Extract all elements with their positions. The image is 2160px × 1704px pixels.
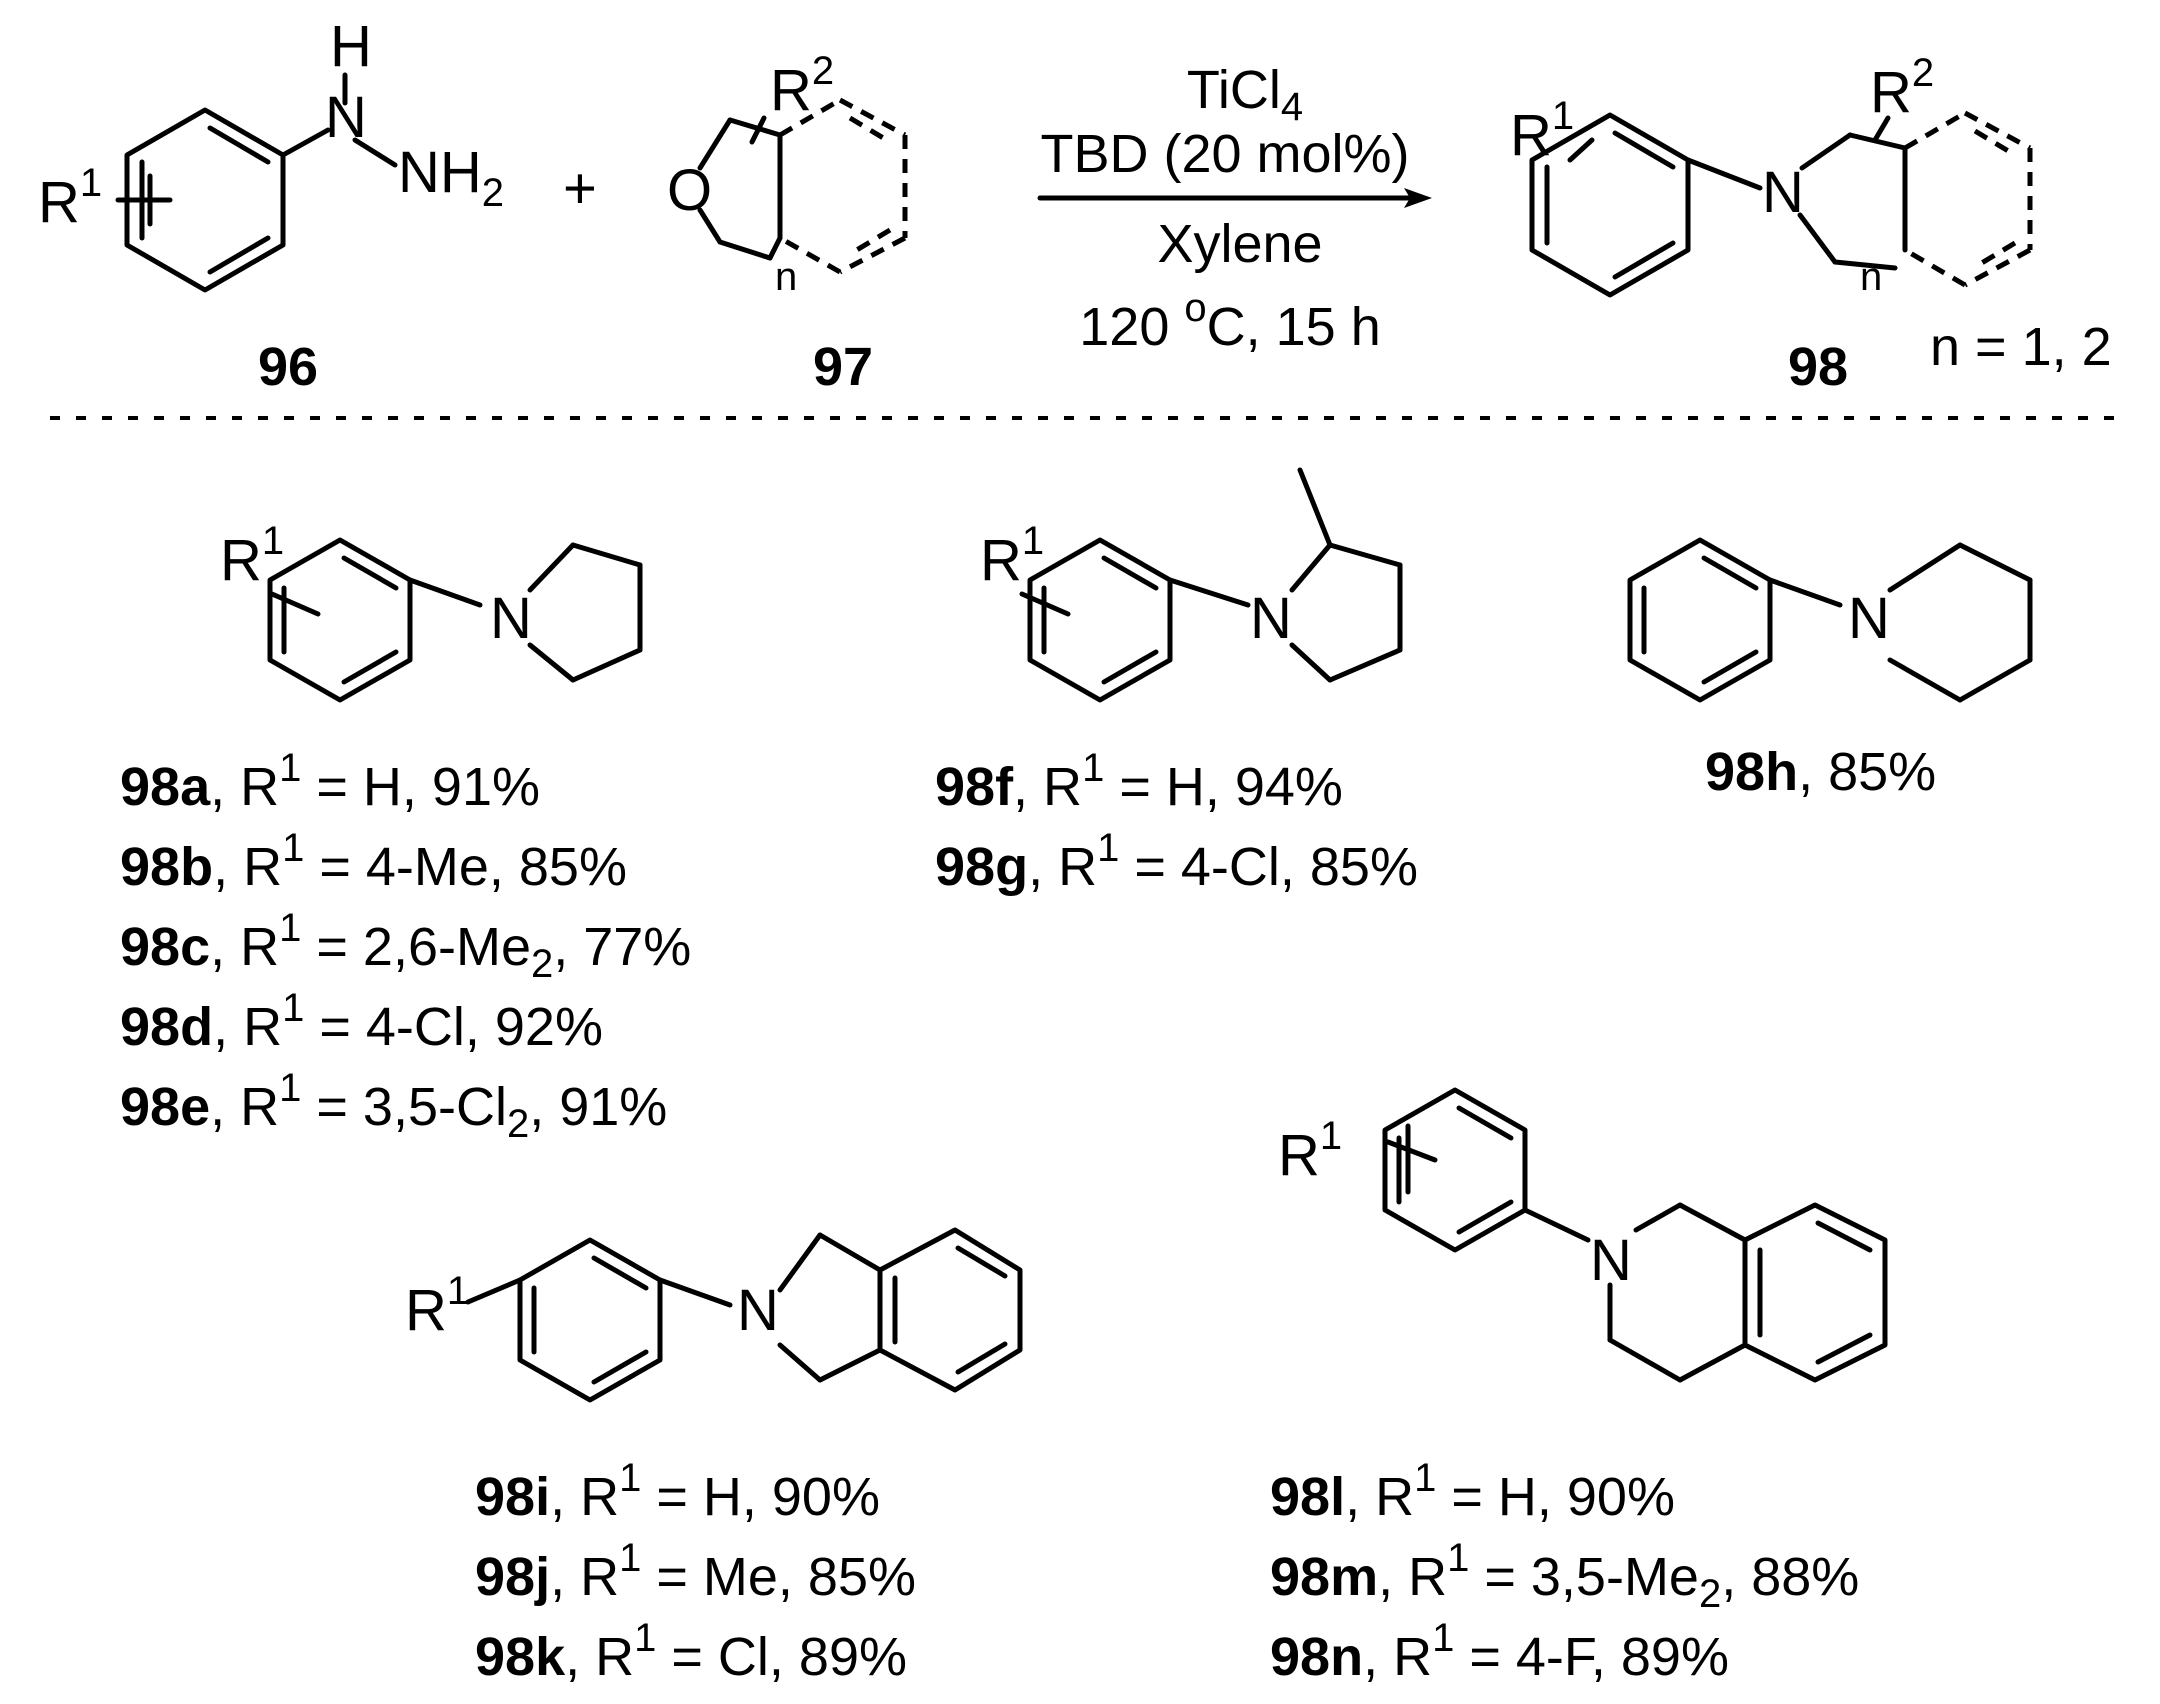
entry-98d: 98d, R1 = 4-Cl, 92% [120, 986, 603, 1057]
n-subscript: n [775, 255, 797, 299]
entry-98i: 98i, R1 = H, 90% [475, 1456, 880, 1527]
structure-98l-n: R1 N [1278, 1087, 1888, 1383]
entry-98b: 98b, R1 = 4-Me, 85% [120, 826, 627, 897]
structure-98: R1 N R2 n [1510, 51, 2033, 299]
label-98: 98 [1788, 337, 1848, 397]
n-label: N [490, 586, 532, 651]
plus-sign: + [563, 156, 597, 221]
entries-98a-e: 98a, R1 = H, 91% 98b, R1 = 4-Me, 85% 98c… [120, 746, 691, 1146]
n-label: N [325, 85, 367, 150]
entry-98e: 98e, R1 = 3,5-Cl2, 91% [120, 1066, 667, 1146]
entry-98l: 98l, R1 = H, 90% [1270, 1456, 1675, 1527]
n-label: N [737, 1278, 779, 1343]
r1-label: R1 [1278, 1114, 1342, 1188]
entry-98a: 98a, R1 = H, 91% [120, 746, 540, 817]
entry-98g: 98g, R1 = 4-Cl, 85% [935, 826, 1418, 897]
temperature-label: 120 oC, 15 h [1079, 286, 1380, 357]
structure-98a-e: R1 N [220, 519, 643, 703]
catalyst-label: TBD (20 mol%) [1040, 124, 1409, 184]
entry-98k: 98k, R1 = Cl, 89% [475, 1616, 907, 1687]
entry-98m: 98m, R1 = 3,5-Me2, 88% [1270, 1536, 1859, 1616]
entries-98f-g: 98f, R1 = H, 94% 98g, R1 = 4-Cl, 85% [935, 746, 1418, 897]
reagent-ticl4: TiCl4 [1187, 60, 1303, 129]
structure-96: R1 H N NH2 [38, 14, 504, 293]
n-label: N [1762, 160, 1804, 225]
h-label: H [330, 14, 372, 79]
reaction-arrow: TiCl4 TBD (20 mol%) Xylene 120 oC, 15 h [1037, 60, 1432, 357]
entry-98f: 98f, R1 = H, 94% [935, 746, 1343, 817]
label-97: 97 [813, 337, 873, 397]
structure-98h: N [1627, 537, 2033, 703]
structure-98f-g: R1 N [980, 467, 1403, 703]
o-label: O [667, 158, 712, 223]
nh2-label: NH2 [398, 140, 504, 215]
r1-label: R1 [1510, 94, 1574, 168]
entry-98c: 98c, R1 = 2,6-Me2, 77% [120, 906, 691, 986]
label-96: 96 [258, 337, 318, 397]
r1-label: R1 [405, 1269, 469, 1343]
entry-98h: 98h, 85% [1705, 742, 1936, 802]
entries-98i-k: 98i, R1 = H, 90% 98j, R1 = Me, 85% 98k, … [475, 1456, 916, 1687]
solvent-label: Xylene [1157, 214, 1322, 274]
entry-98j: 98j, R1 = Me, 85% [475, 1536, 916, 1607]
r2-label: R2 [770, 49, 834, 123]
n-note: n = 1, 2 [1930, 317, 2112, 377]
r2-label: R2 [1870, 51, 1934, 125]
n-subscript: n [1860, 255, 1882, 299]
entries-98l-n: 98l, R1 = H, 90% 98m, R1 = 3,5-Me2, 88% … [1270, 1456, 1859, 1687]
r1-label: R1 [980, 519, 1044, 593]
structure-98i-k: R1 N [405, 1227, 1023, 1403]
structure-97: O R2 n [667, 49, 908, 299]
entry-98n: 98n, R1 = 4-F, 89% [1270, 1616, 1729, 1687]
n-label: N [1250, 586, 1292, 651]
n-label: N [1590, 1228, 1632, 1293]
r1-label: R1 [38, 161, 102, 235]
r1-label: R1 [220, 519, 284, 593]
n-label: N [1848, 586, 1890, 651]
